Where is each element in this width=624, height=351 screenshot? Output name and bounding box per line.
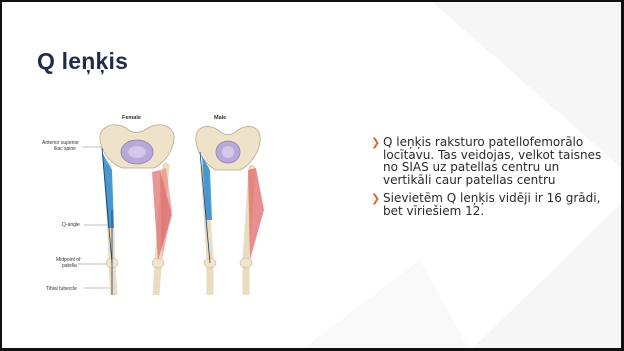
female-pelvis <box>100 125 174 168</box>
chevron-right-icon: ❯ <box>371 137 380 150</box>
frame-border-top <box>0 0 624 2</box>
chevron-right-icon: ❯ <box>371 193 380 206</box>
bullet-list: ❯ Q leņķis raksturo patellofemorālo locī… <box>371 136 606 224</box>
bullet-item: ❯ Sievietēm Q leņķis vidēji ir 16 grādi,… <box>371 192 606 217</box>
frame-border-left <box>0 0 2 351</box>
female-heading: Female <box>122 115 141 121</box>
asis-label-2: iliac spine <box>54 146 76 152</box>
bullet-item: ❯ Q leņķis raksturo patellofemorālo locī… <box>371 136 606 186</box>
slide-title: Q leņķis <box>37 48 128 75</box>
bullet-text: Q leņķis raksturo patellofemorālo locīta… <box>383 135 601 187</box>
bullet-text: Sievietēm Q leņķis vidēji ir 16 grādi, b… <box>383 191 600 218</box>
tibial-label: Tibial tubercle <box>46 286 77 292</box>
q-angle-anatomy-figure: Female Male Anterior superior iliac spin… <box>42 110 302 295</box>
q-angle-label: Q-angle <box>62 222 80 228</box>
midpoint-label-2: patella <box>62 263 77 269</box>
male-heading: Male <box>214 115 226 121</box>
